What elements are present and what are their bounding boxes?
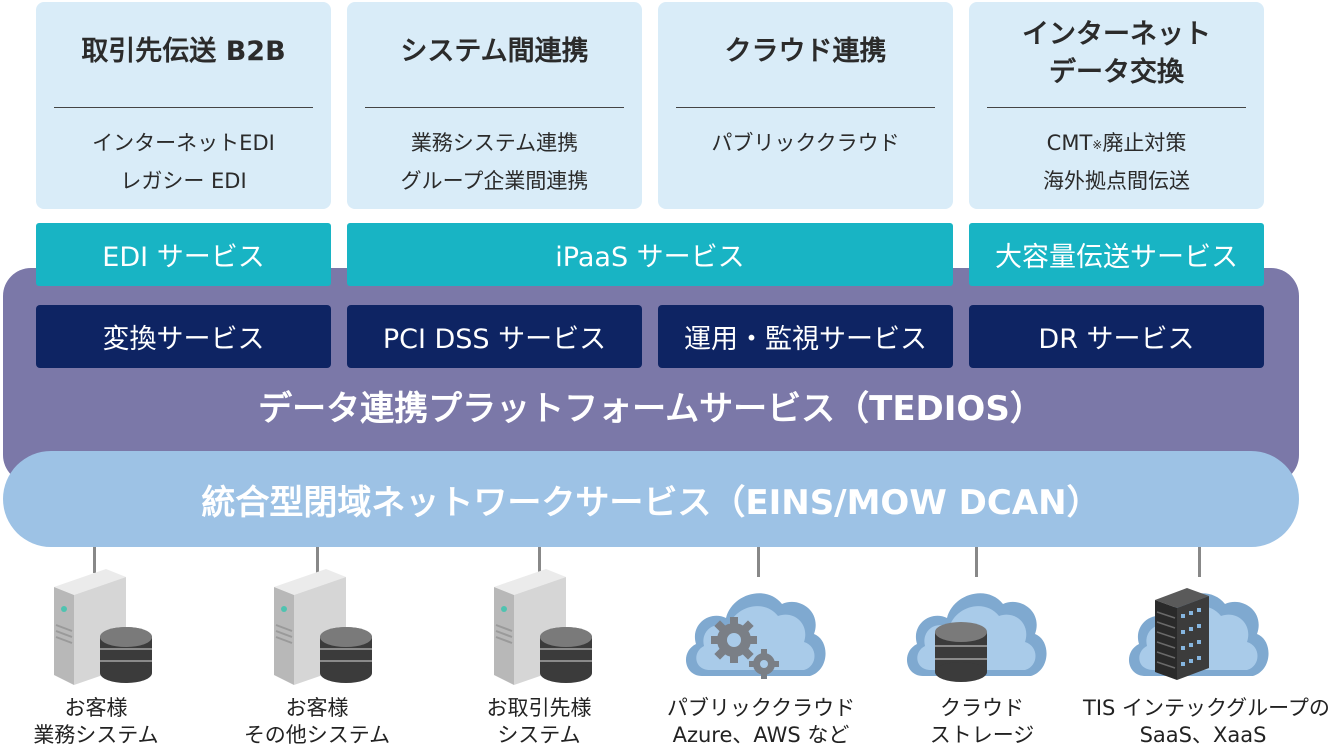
connector-line <box>316 547 319 573</box>
dr-service: DR サービス <box>969 305 1264 368</box>
conversion-service: 変換サービス <box>36 305 331 368</box>
note-mark: ※ <box>1092 138 1103 152</box>
usecase-title-line2: データ交換 <box>1049 57 1184 88</box>
usecase-title: システム間連携 <box>400 36 589 67</box>
usecase-internet-data-exchange: インターネット データ交換 CMT※廃止対策 海外拠点間伝送 <box>969 2 1264 209</box>
connector-line <box>538 547 541 573</box>
usecase-cloud-integration: クラウド連携 パブリッククラウド <box>658 2 953 209</box>
platform-label: データ連携プラットフォームサービス（TEDIOS） <box>258 389 1044 429</box>
usecase-title: インターネット <box>1022 19 1211 50</box>
pci-dss-service: PCI DSS サービス <box>347 305 642 368</box>
usecase-system-integration: システム間連携 業務システム連携 グループ企業間連携 <box>347 2 642 209</box>
usecase-item: インターネットEDI <box>92 131 275 155</box>
usecase-b2b: 取引先伝送 B2B インターネットEDI レガシー EDI <box>36 2 331 209</box>
usecase-item-cmt: CMT※廃止対策 <box>1046 131 1187 155</box>
connector-line <box>1198 547 1201 577</box>
endpoint-partner-system: お取引先様 システム <box>486 696 592 747</box>
usecase-item: レガシー EDI <box>120 169 247 193</box>
usecase-item: パブリッククラウド <box>711 131 900 155</box>
connector-line <box>93 547 96 573</box>
connector-line <box>975 547 978 577</box>
divider <box>987 107 1246 108</box>
usecase-item: 業務システム連携 <box>410 131 579 155</box>
ipaas-service: iPaaS サービス <box>347 223 953 286</box>
server-database-icon <box>54 569 152 685</box>
cloud-database-icon <box>906 593 1047 682</box>
divider <box>54 107 313 108</box>
endpoint-tis-intec-saas: TIS インテックグループの SaaS、XaaS <box>1083 696 1330 747</box>
endpoint-public-cloud: パブリッククラウド Azure、AWS など <box>666 696 856 747</box>
connector-line <box>757 547 760 577</box>
usecase-item: グループ企業間連携 <box>400 169 589 193</box>
cloud-server-rack-icon <box>1128 588 1269 680</box>
edi-service: EDI サービス <box>36 223 331 286</box>
large-transfer-service: 大容量伝送サービス <box>969 223 1264 286</box>
network-service: 統合型閉域ネットワークサービス（EINS/MOW DCAN） <box>3 451 1299 547</box>
endpoint-customer-other-system: お客様 その他システム <box>243 696 391 747</box>
platform-panel <box>3 268 1299 483</box>
endpoint-cloud-storage: クラウド ストレージ <box>929 696 1035 747</box>
usecase-item: 海外拠点間伝送 <box>1043 169 1190 193</box>
usecase-title: クラウド連携 <box>724 36 887 67</box>
operation-monitoring-service: 運用・監視サービス <box>658 305 953 368</box>
server-database-icon <box>274 569 372 685</box>
usecase-title: 取引先伝送 B2B <box>81 36 286 67</box>
server-database-icon <box>494 569 592 685</box>
cloud-gears-icon <box>685 593 826 679</box>
divider <box>676 107 935 108</box>
divider <box>365 107 624 108</box>
endpoint-customer-business-system: お客様 業務システム <box>33 696 159 747</box>
